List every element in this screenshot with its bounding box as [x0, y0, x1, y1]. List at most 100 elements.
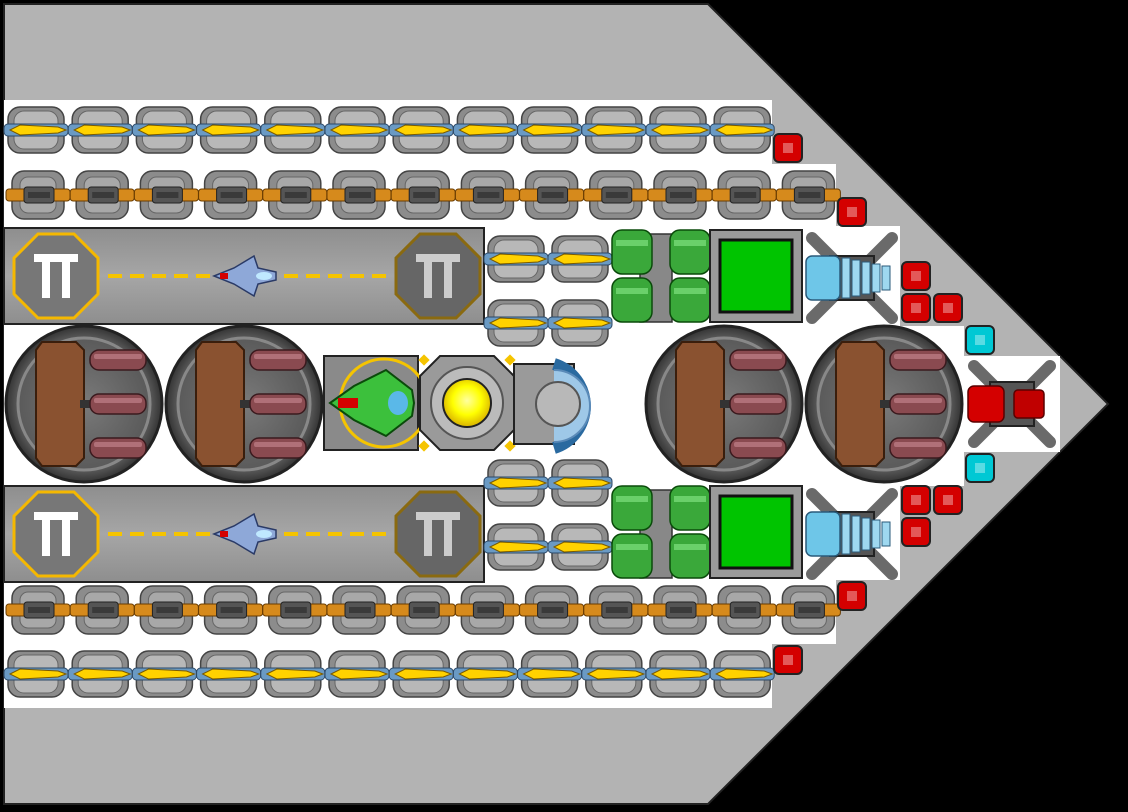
missile-pod-icon: [388, 106, 454, 154]
sensor-icon: [965, 325, 995, 355]
lane-marker: [152, 274, 166, 278]
missile-pod-icon: [324, 650, 390, 698]
cannon-pod-icon: [647, 170, 713, 220]
missile-pod-icon: [547, 235, 613, 283]
missile-pod-icon: [483, 523, 549, 571]
hangar-bay-icon: [3, 227, 485, 325]
lane-marker: [284, 532, 298, 536]
missile-pod-icon: [67, 650, 133, 698]
cannon-pod-icon: [711, 170, 777, 220]
reactor-drum-icon: [644, 324, 804, 484]
hangar-bay-icon: [3, 485, 485, 583]
cannon-pod-icon: [454, 170, 520, 220]
lane-marker: [372, 274, 386, 278]
reactor-drum-icon: [164, 324, 324, 484]
cannon-pod-icon: [5, 585, 71, 635]
lane-marker: [196, 274, 210, 278]
sensor-icon: [965, 453, 995, 483]
sensor-icon: [901, 293, 931, 323]
cannon-pod-icon: [454, 585, 520, 635]
lane-marker: [152, 532, 166, 536]
cannon-pod-icon: [5, 170, 71, 220]
lane-marker: [108, 532, 122, 536]
reactor-drum-icon: [804, 324, 964, 484]
missile-pod-icon: [483, 459, 549, 507]
missile-pod-icon: [3, 106, 69, 154]
weapon-pods: [3, 106, 841, 698]
missile-pod-icon: [517, 650, 583, 698]
missile-pod-icon: [547, 299, 613, 347]
missile-pod-icon: [483, 235, 549, 283]
lane-marker: [108, 274, 122, 278]
cannon-pod-icon: [583, 170, 649, 220]
sensor-icon: [837, 197, 867, 227]
fighter-icon: [211, 254, 277, 298]
cannon-pod-icon: [390, 585, 456, 635]
hangar-bays: [3, 227, 485, 583]
lane-marker: [372, 532, 386, 536]
cannon-pod-icon: [775, 585, 841, 635]
lane-marker: [306, 532, 320, 536]
sensor-icon: [901, 485, 931, 515]
missile-pod-icon: [3, 650, 69, 698]
lane-marker: [328, 274, 342, 278]
cockpit-icon: [323, 355, 430, 451]
fuel-tank-icon: [611, 485, 711, 579]
missile-pod-icon: [709, 106, 775, 154]
cannon-pod-icon: [133, 585, 199, 635]
landing-pad: [12, 232, 100, 320]
core-icon: [418, 354, 516, 452]
lane-marker: [174, 532, 188, 536]
missile-pod-icon: [581, 106, 647, 154]
cannon-pod-icon: [519, 585, 585, 635]
sensor-icon: [773, 645, 803, 675]
missile-pod-icon: [452, 106, 518, 154]
cannon-pod-icon: [519, 170, 585, 220]
missile-pod-icon: [131, 106, 197, 154]
missile-pod-icon: [483, 299, 549, 347]
lane-marker: [328, 532, 342, 536]
cannon-pod-icon: [711, 585, 777, 635]
landing-pad: [394, 232, 482, 320]
console-icon: [709, 229, 803, 323]
missile-pod-icon: [67, 106, 133, 154]
cannon-pod-icon: [69, 585, 135, 635]
missile-pod-icon: [547, 523, 613, 571]
lane-marker: [284, 274, 298, 278]
cannon-pod-icon: [647, 585, 713, 635]
sensor-icon: [933, 485, 963, 515]
missile-pod-icon: [196, 106, 262, 154]
console-icon: [709, 485, 803, 579]
lane-marker: [174, 274, 188, 278]
lane-marker: [130, 274, 144, 278]
cannon-pod-icon: [390, 170, 456, 220]
lane-marker: [350, 532, 364, 536]
missile-pod-icon: [645, 106, 711, 154]
sensor-icon: [901, 517, 931, 547]
cannon-pod-icon: [326, 170, 392, 220]
missile-pod-icon: [709, 650, 775, 698]
sensor-icon: [837, 581, 867, 611]
landing-pad: [394, 490, 482, 578]
cannon-pod-icon: [326, 585, 392, 635]
landing-pad: [12, 490, 100, 578]
cannon-pod-icon: [198, 585, 264, 635]
fuel-tank-icon: [611, 229, 711, 323]
cannon-pod-icon: [198, 170, 264, 220]
missile-pod-icon: [452, 650, 518, 698]
missile-pod-icon: [131, 650, 197, 698]
missile-pod-icon: [517, 106, 583, 154]
nose-turret-icon: [964, 356, 1060, 452]
cannon-pod-icon: [583, 585, 649, 635]
cannon-pod-icon: [775, 170, 841, 220]
missile-pod-icon: [388, 650, 454, 698]
missile-pod-icon: [645, 650, 711, 698]
lane-marker: [350, 274, 364, 278]
missile-pod-icon: [260, 650, 326, 698]
cannon-pod-icon: [69, 170, 135, 220]
fighter-icon: [211, 512, 277, 556]
cannon-pod-icon: [133, 170, 199, 220]
sensor-icon: [773, 133, 803, 163]
